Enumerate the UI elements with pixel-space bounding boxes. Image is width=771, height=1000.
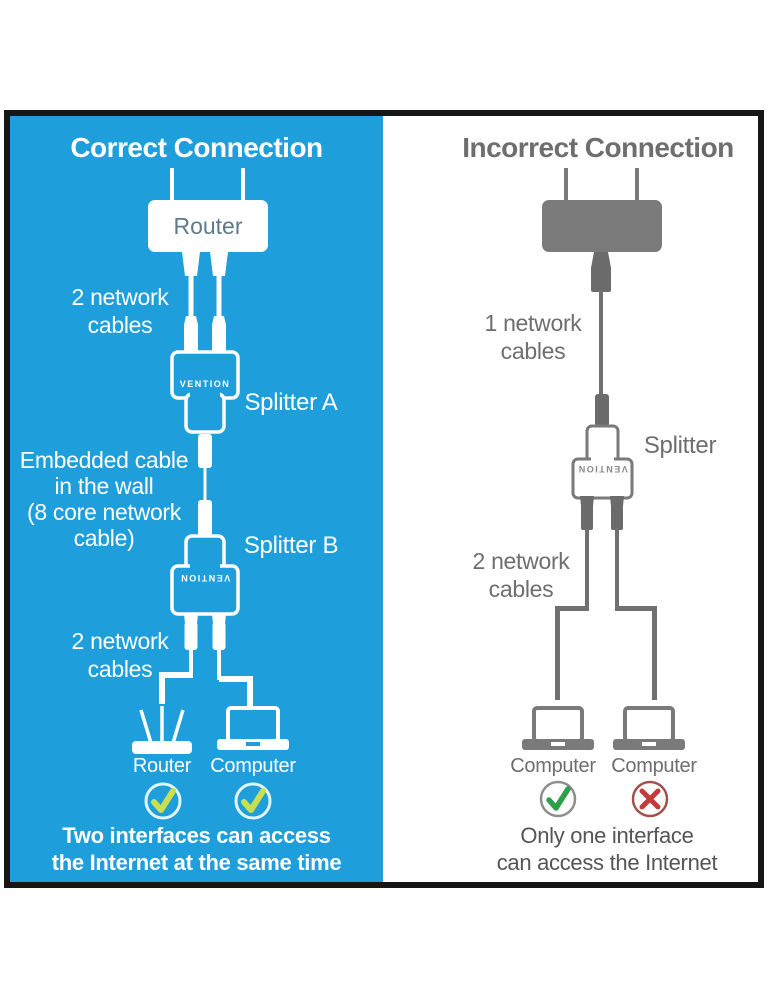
check-icon [539,780,577,818]
correct-caption: Two interfaces can access the Internet a… [51,823,342,875]
incorrect-connection-panel: Incorrect Connection 1 network cables VE… [383,116,758,882]
incorrect-diagram [522,168,685,818]
cables-bottom-label: 2 network cables [472,548,570,602]
router-icon [542,168,662,252]
network-cable-icon [591,252,611,426]
network-cable-icon [212,614,253,706]
splitter-b-label: Splitter B [243,532,339,559]
network-cable-icon [159,614,198,704]
incorrect-title: Incorrect Connection [462,132,734,163]
device-router-label: Router [132,755,192,777]
splitter-label: Splitter [643,432,717,459]
cross-icon [631,780,669,818]
correct-connection-panel: Correct Connection Router 2 network cabl… [10,116,383,882]
check-icon [144,782,182,820]
incorrect-caption: Only one interface can access the Intern… [496,823,718,875]
wifi-router-icon [132,706,192,754]
network-cable-icon [610,496,657,700]
correct-title: Correct Connection [70,132,323,163]
splitter-icon [571,424,634,500]
vention-logo: VENTION [577,464,628,474]
router-box-label: Router [173,213,243,239]
network-cable-icon [182,252,200,352]
network-cable-icon [210,252,228,352]
laptop-icon [522,706,594,750]
computer-label: Computer [611,755,697,777]
laptop-icon [217,706,289,750]
vention-logo: VENTION [179,379,231,389]
embedded-cable-icon [198,434,212,536]
check-icon [234,782,272,820]
cable-top-label: 1 network cables [484,310,582,364]
computer-label: Computer [510,755,596,777]
network-cable-icon [555,496,594,700]
router-icon [148,168,268,252]
cables-top-label: 2 network cables [71,284,169,338]
embedded-cable-label: Embedded cable in the wall (8 core netwo… [19,447,189,551]
splitter-a-label: Splitter A [244,389,338,416]
laptop-icon [613,706,685,750]
cables-bottom-label: 2 network cables [71,628,169,682]
splitter-b-icon [170,534,240,616]
correct-diagram [132,168,289,820]
splitter-a-icon [170,350,240,434]
vention-logo: VENTION [179,573,231,583]
infographic-frame: Correct Connection Router 2 network cabl… [4,110,764,888]
device-computer-label: Computer [210,755,296,777]
